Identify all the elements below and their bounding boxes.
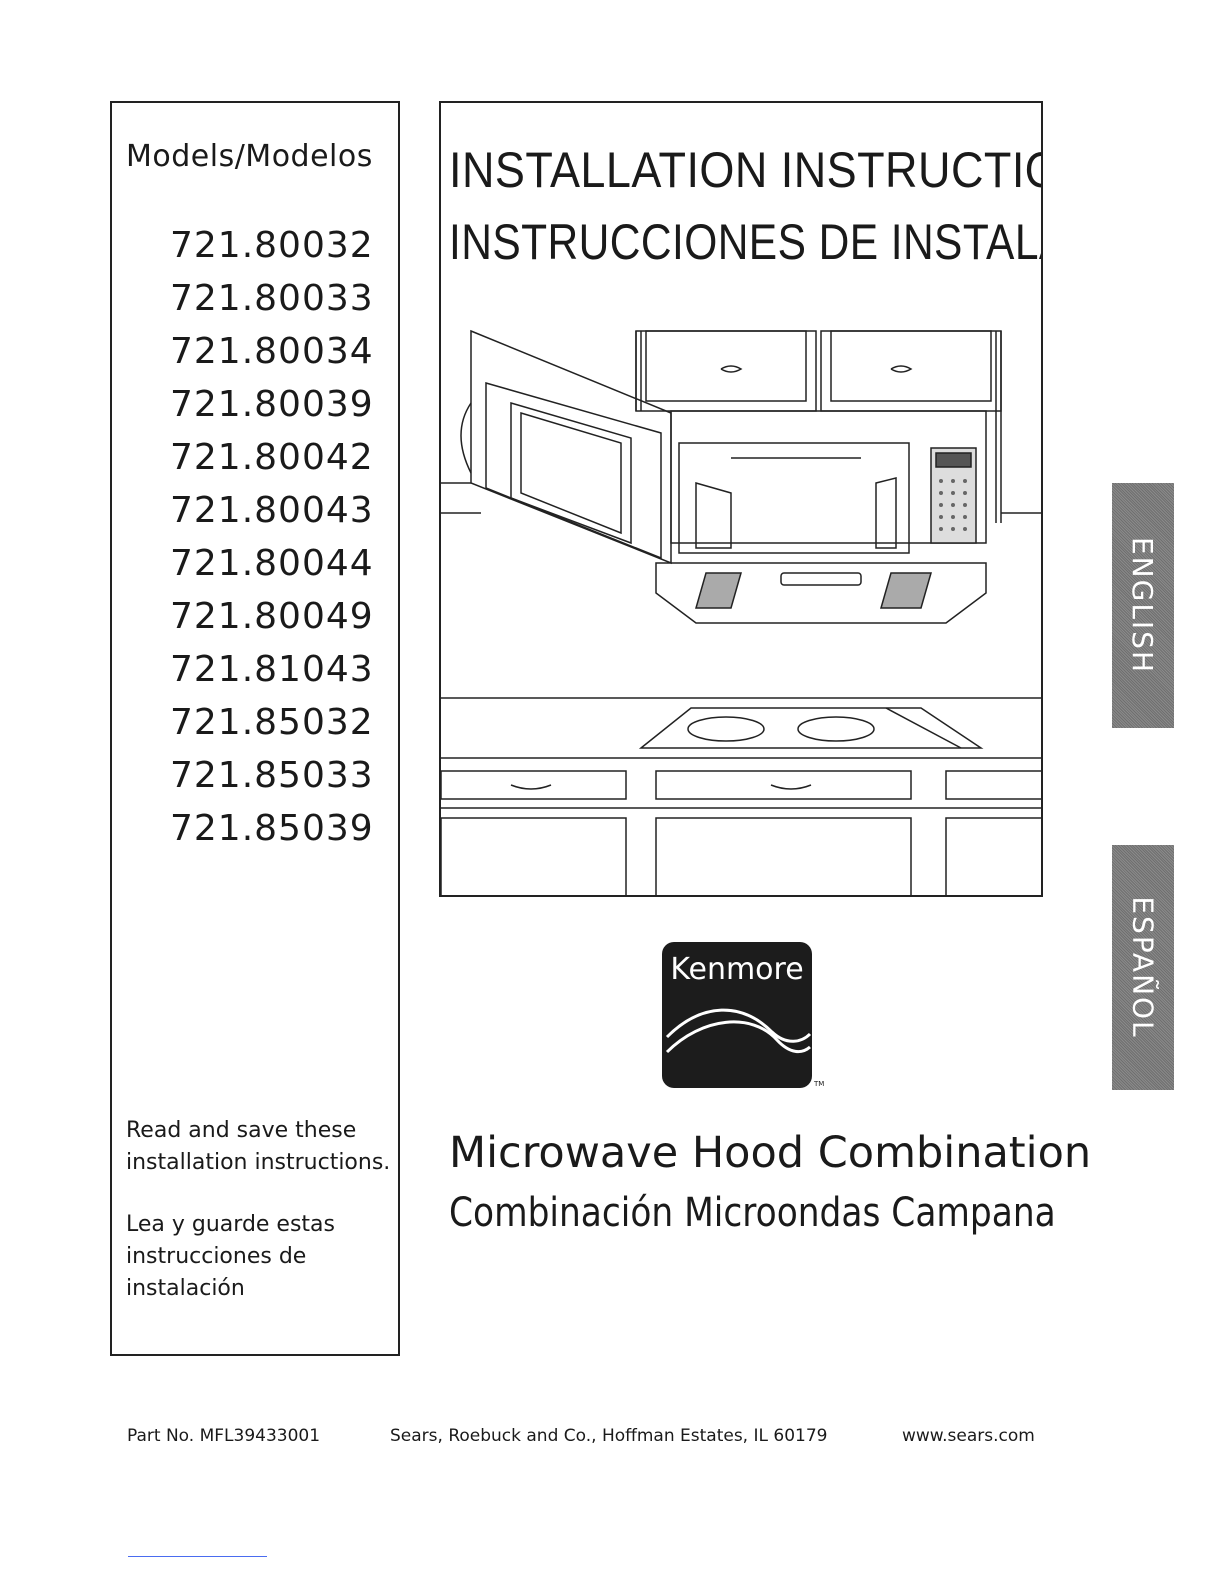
model-number: 721.80049 [170, 596, 374, 637]
logo-trademark: TM [814, 1080, 825, 1088]
models-box: Models/Modelos 721.80032 721.80033 721.8… [110, 101, 400, 1356]
footer-url[interactable]: www.sears.com [902, 1426, 1035, 1446]
models-heading: Models/Modelos [126, 139, 373, 174]
model-number: 721.85032 [170, 702, 374, 743]
footer-company: Sears, Roebuck and Co., Hoffman Estates,… [390, 1426, 828, 1446]
illustration-box: INSTALLATION INSTRUCTIONS INSTRUCCIONES … [439, 101, 1043, 897]
model-number: 721.85039 [170, 808, 374, 849]
tab-english[interactable]: ENGLISH [1112, 483, 1174, 728]
model-number: 721.80039 [170, 384, 374, 425]
microwave-door [441, 329, 672, 565]
product-title-spanish: Combinación Microondas Campana [449, 1190, 1056, 1236]
kenmore-logo: Kenmore [662, 942, 812, 1088]
microwave-body [655, 410, 987, 624]
tab-english-label: ENGLISH [1126, 536, 1160, 675]
model-number: 721.80033 [170, 278, 374, 319]
read-save-notice: Read and save these installation instruc… [126, 1115, 396, 1335]
logo-wordmark: Kenmore [670, 952, 804, 987]
read-save-en: Read and save these installation instruc… [126, 1118, 391, 1175]
tab-espanol-label: ESPAÑOL [1126, 896, 1160, 1039]
lower-cabinets [441, 770, 1041, 895]
model-number: 721.80034 [170, 331, 374, 372]
title-english: INSTALLATION INSTRUCTIONS [449, 142, 1041, 198]
read-save-es: Lea y guarde estas instrucciones de inst… [126, 1212, 335, 1301]
model-list: 721.80032 721.80033 721.80034 721.80039 … [170, 219, 374, 855]
model-number: 721.80032 [170, 225, 374, 266]
countertop [441, 697, 1041, 759]
divider-line [128, 1556, 267, 1557]
title-spanish: INSTRUCCIONES DE INSTALACIÓN [449, 214, 1041, 270]
model-number: 721.80042 [170, 437, 374, 478]
tab-espanol[interactable]: ESPAÑOL [1112, 845, 1174, 1090]
footer-part-number: Part No. MFL39433001 [127, 1426, 321, 1446]
model-number: 721.85033 [170, 755, 374, 796]
model-number: 721.80043 [170, 490, 374, 531]
product-title-english: Microwave Hood Combination [449, 1128, 1092, 1178]
logo-swoosh-icon [665, 1008, 812, 1054]
microwave-illustration [441, 329, 1041, 895]
model-number: 721.80044 [170, 543, 374, 584]
model-number: 721.81043 [170, 649, 374, 690]
